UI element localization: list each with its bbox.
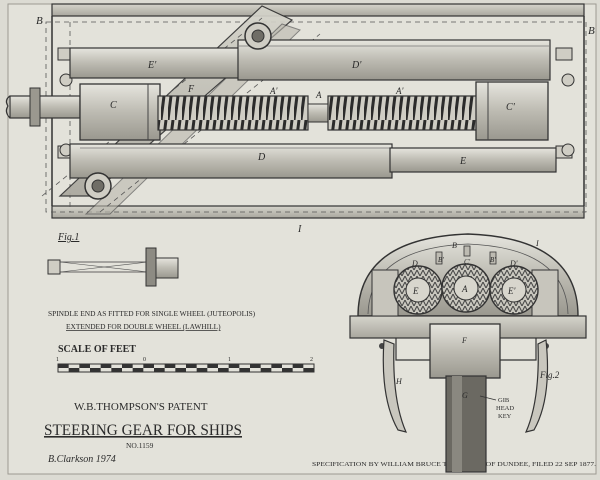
scale-tick-1-left: 1 bbox=[56, 357, 59, 363]
scale-cell bbox=[239, 368, 250, 372]
fig2-label-b-prime-2: B' bbox=[490, 256, 496, 264]
left-hand-thread bbox=[157, 95, 309, 131]
label-a-prime-2: A' bbox=[395, 86, 404, 96]
fig2-label-b-prime-1: B' bbox=[438, 256, 444, 264]
scale-cell bbox=[90, 368, 101, 372]
fig2-callout-gib: GIB bbox=[498, 397, 510, 404]
top-frame-bar bbox=[51, 3, 585, 17]
scale-cell bbox=[100, 364, 112, 368]
scale-cell bbox=[250, 364, 261, 368]
label-a-prime-1: A' bbox=[269, 86, 278, 96]
scale-cell bbox=[68, 368, 80, 372]
fig2-cross-section: B I D B' C' B' D' E A E' F H G GIB HEAD … bbox=[349, 233, 587, 473]
scale-of-feet: SCALE OF FEET 1 0 1 2 bbox=[56, 344, 315, 373]
fig2-label-e-prime: E' bbox=[507, 286, 516, 296]
crank-pin-top bbox=[244, 22, 272, 50]
scale-cell bbox=[58, 364, 69, 368]
label-c: C bbox=[110, 100, 117, 111]
fig2-label-c-prime: C' bbox=[464, 258, 471, 266]
scale-cell bbox=[79, 364, 90, 368]
arm-h bbox=[382, 339, 408, 433]
scale-tick-2: 2 bbox=[310, 357, 313, 363]
scale-tick-0: 0 bbox=[143, 357, 146, 363]
fig2-label-e: E bbox=[412, 286, 419, 296]
fig1-spindle-end: Fig.1 bbox=[47, 232, 179, 287]
fig2-callout-head: HEAD bbox=[496, 405, 514, 412]
fig2-label-g: G bbox=[462, 391, 468, 400]
fig2-label-d: D bbox=[411, 259, 418, 268]
fig1-label: Fig.1 bbox=[57, 232, 79, 243]
scale-cell bbox=[207, 364, 218, 368]
crank-pin-bottom bbox=[84, 172, 112, 200]
spindle-shaft bbox=[9, 95, 81, 119]
patent-number: NO.1159 bbox=[126, 441, 154, 450]
scale-title: SCALE OF FEET bbox=[58, 344, 136, 355]
scale-cell bbox=[186, 364, 197, 368]
rod-d bbox=[69, 143, 393, 179]
label-c-prime: C' bbox=[506, 102, 516, 113]
arm-h-right bbox=[524, 339, 549, 433]
yoke-f bbox=[429, 323, 501, 379]
scale-cell bbox=[292, 364, 304, 368]
scale-cell bbox=[132, 368, 144, 372]
right-hand-thread bbox=[327, 95, 479, 131]
label-d-prime: D' bbox=[351, 60, 362, 71]
label-b-right: B bbox=[588, 25, 595, 37]
label-a: A bbox=[315, 90, 322, 100]
label-b: B bbox=[36, 15, 43, 27]
scale-cell bbox=[122, 364, 133, 368]
main-title: STEERING GEAR FOR SHIPS bbox=[44, 422, 242, 439]
scale-cell bbox=[175, 368, 186, 372]
patent-line: W.B.THOMPSON'S PATENT bbox=[74, 401, 208, 413]
fig2-label-h: H bbox=[395, 377, 403, 386]
scale-cell bbox=[111, 368, 122, 372]
fig2-label-b: B bbox=[452, 241, 457, 250]
label-f: F bbox=[187, 84, 195, 95]
note-double-wheel: EXTENDED FOR DOUBLE WHEEL (LAWHILL) bbox=[66, 322, 221, 331]
label-d: D bbox=[257, 152, 266, 163]
rod-e-prime bbox=[69, 47, 241, 79]
note-single-wheel: SPINDLE END AS FITTED FOR SINGLE WHEEL (… bbox=[48, 309, 256, 318]
scale-cell bbox=[260, 368, 272, 372]
scale-cell bbox=[228, 364, 240, 368]
main-plan-view: B B E' D' F C A' A A' C' D E I bbox=[5, 3, 595, 235]
fig2-label-d-prime: D' bbox=[509, 259, 518, 268]
label-i: I bbox=[297, 224, 302, 235]
fig2-label-a: A bbox=[461, 284, 468, 294]
fig2-callout-key: KEY bbox=[498, 413, 512, 420]
rod-d-prime bbox=[237, 39, 551, 81]
rod-e bbox=[389, 147, 557, 173]
cylinder-c bbox=[79, 83, 161, 141]
label-e: E bbox=[459, 156, 466, 167]
fig2-label: Fig.2 bbox=[539, 370, 560, 380]
scale-tick-1: 1 bbox=[228, 357, 231, 363]
scale-cell bbox=[154, 368, 165, 372]
signature: B.Clarkson 1974 bbox=[48, 454, 116, 465]
scale-cell bbox=[271, 364, 282, 368]
label-e-prime: E' bbox=[147, 60, 157, 71]
scale-cell bbox=[282, 368, 293, 372]
scale-cell bbox=[164, 364, 176, 368]
scale-cell bbox=[303, 368, 314, 372]
scale-cell bbox=[143, 364, 154, 368]
scale-cell bbox=[218, 368, 229, 372]
fig2-label-f: F bbox=[461, 336, 467, 345]
fig2-label-i: I bbox=[535, 239, 539, 248]
scale-cell bbox=[196, 368, 208, 372]
